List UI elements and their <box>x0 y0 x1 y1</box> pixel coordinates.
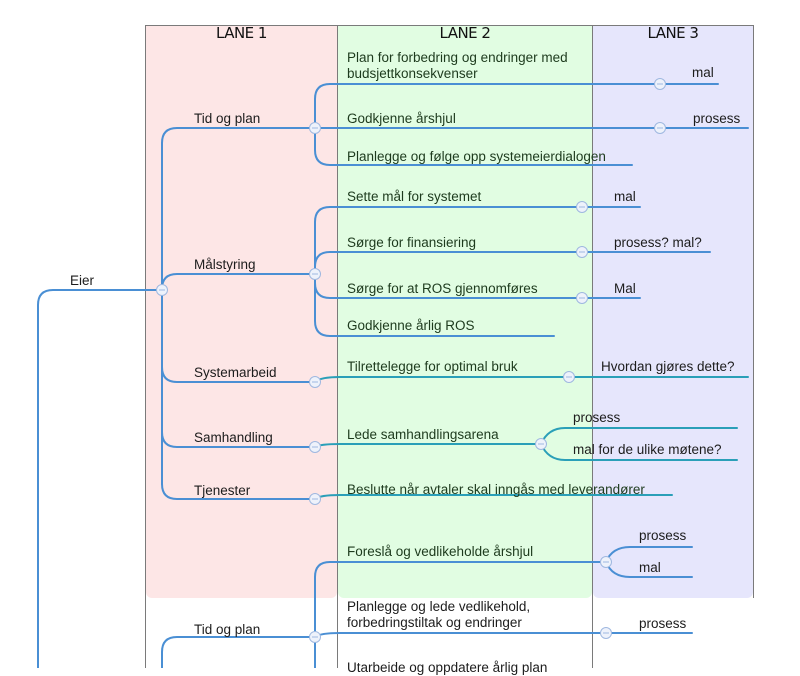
connector-planlegge-vedlikehold <box>314 632 693 638</box>
lane-2-background <box>338 25 592 598</box>
connector-tilrettelegge <box>314 376 749 383</box>
connector-planlegge-systemeier <box>314 127 633 166</box>
lane-2-header: LANE 2 <box>439 24 491 42</box>
connector-lede-samhandling <box>314 443 542 448</box>
connector-samhandling <box>161 431 316 448</box>
task-plan-forbedring-line2[interactable]: budsjettkonsekvenser <box>347 66 478 81</box>
output-prosess-mal[interactable]: prosess? mal? <box>614 235 702 250</box>
connector-sette-mal <box>314 206 641 275</box>
output-mal-3[interactable]: Mal <box>614 281 636 296</box>
task-godkjenne-ros[interactable]: Godkjenne årlig ROS <box>347 318 475 333</box>
connector-sorge-finansiering <box>314 251 711 275</box>
output-mal-2[interactable]: mal <box>614 189 636 204</box>
connector-eier <box>37 289 163 668</box>
lane-1-left-border <box>145 25 146 668</box>
task-planlegge-vedlikehold-line1[interactable]: Planlegge og lede vedlikehold, <box>347 599 531 614</box>
node-systemarbeid[interactable]: Systemarbeid <box>194 365 277 380</box>
node-tid-og-plan[interactable]: Tid og plan <box>194 111 261 126</box>
output-prosess-2[interactable]: prosess <box>573 410 621 425</box>
task-planlegge-systemeier[interactable]: Planlegge og følge opp systemeierdialoge… <box>347 149 606 164</box>
node-tid-og-plan-2[interactable]: Tid og plan <box>194 622 261 637</box>
lane-1-header: LANE 1 <box>216 24 267 42</box>
connector-malstyring <box>161 273 316 290</box>
task-foresla-arshjul[interactable]: Foreslå og vedlikeholde årshjul <box>347 544 534 559</box>
lane-divider-2-3 <box>592 25 593 668</box>
connector-tjenester <box>161 483 316 500</box>
task-sette-mal[interactable]: Sette mål for systemet <box>347 189 482 204</box>
output-mal-1[interactable]: mal <box>692 65 714 80</box>
node-tjenester[interactable]: Tjenester <box>194 483 251 498</box>
output-mal-4[interactable]: mal <box>639 560 661 575</box>
task-tilrettelegge[interactable]: Tilrettelegge for optimal bruk <box>347 359 518 374</box>
node-samhandling[interactable]: Samhandling <box>194 430 273 445</box>
task-godkjenne-arshjul[interactable]: Godkjenne årshjul <box>347 111 456 126</box>
connector-systemarbeid <box>161 366 316 383</box>
output-prosess-4[interactable]: prosess <box>639 616 687 631</box>
connector-godkjenne-ros <box>314 273 555 337</box>
task-lede-samhandling[interactable]: Lede samhandlingsarena <box>347 427 499 442</box>
connector-tid-og-plan-2 <box>161 636 316 668</box>
lane-3-right-border <box>753 25 754 598</box>
task-planlegge-vedlikehold-line2[interactable]: forbedringstiltak og endringer <box>347 615 522 630</box>
node-malstyring[interactable]: Målstyring <box>194 257 256 272</box>
task-beslutte-avtaler[interactable]: Beslutte når avtaler skal inngås med lev… <box>347 482 645 497</box>
lane-divider-1-2 <box>337 25 338 668</box>
output-mal-motene[interactable]: mal for de ulike møtene? <box>573 442 722 457</box>
lane-1-background <box>146 25 337 598</box>
node-eier[interactable]: Eier <box>70 273 95 288</box>
lanes-top-border <box>145 25 754 26</box>
task-plan-forbedring-line1[interactable]: Plan for forbedring og endringer med <box>347 50 568 65</box>
lane-3-background <box>593 25 753 598</box>
task-sorge-ros[interactable]: Sørge for at ROS gjennomføres <box>347 281 538 296</box>
connector-trunk-lane1 <box>161 127 316 144</box>
output-prosess-1[interactable]: prosess <box>693 111 741 126</box>
lane-3-header: LANE 3 <box>647 24 699 42</box>
output-prosess-3[interactable]: prosess <box>639 528 687 543</box>
task-sorge-finansiering[interactable]: Sørge for finansiering <box>347 235 477 250</box>
connector-foresla-arshjul <box>314 561 607 668</box>
connector-plan-forbedring <box>314 83 719 129</box>
output-hvordan[interactable]: Hvordan gjøres dette? <box>601 359 735 374</box>
